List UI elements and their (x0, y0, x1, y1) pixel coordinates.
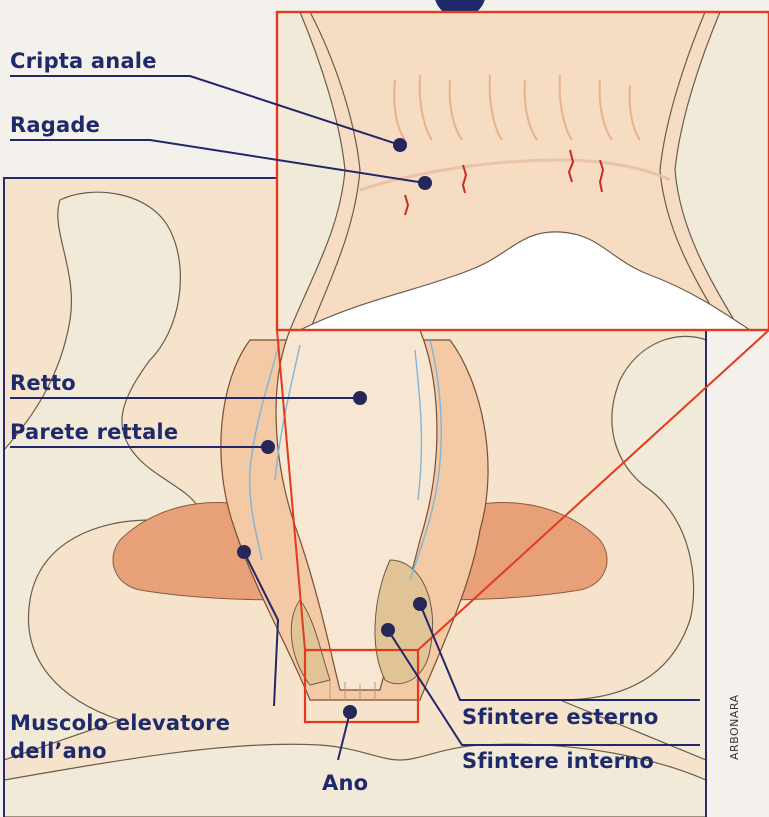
label-muscolo-elevatore-line2: dell’ano (10, 740, 107, 762)
label-retto: Retto (10, 372, 76, 394)
marker-sfintere-esterno (413, 597, 427, 611)
label-cripta-anale: Cripta anale (10, 50, 157, 72)
marker-muscolo-elevatore (237, 545, 251, 559)
artist-credit: ARBONARA (728, 694, 741, 760)
label-ragade: Ragade (10, 114, 100, 136)
label-sfintere-esterno: Sfintere esterno (462, 706, 659, 728)
marker-ano (343, 705, 357, 719)
label-ano: Ano (322, 772, 368, 794)
label-sfintere-interno: Sfintere interno (462, 750, 654, 772)
marker-parete-rettale (261, 440, 275, 454)
label-parete-rettale: Parete rettale (10, 421, 178, 443)
marker-cripta-anale (393, 138, 407, 152)
label-muscolo-elevatore-line1: Muscolo elevatore (10, 712, 230, 734)
marker-ragade (418, 176, 432, 190)
marker-sfintere-interno (381, 623, 395, 637)
marker-retto (353, 391, 367, 405)
